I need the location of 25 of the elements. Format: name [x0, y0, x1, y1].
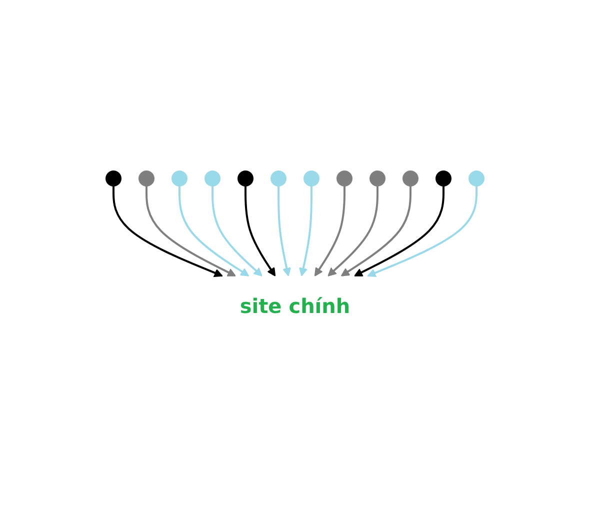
node-circle: [270, 170, 286, 186]
node-circle: [304, 170, 320, 186]
node-circle: [402, 170, 418, 186]
arrow: [112, 186, 223, 277]
node-circle: [204, 170, 220, 186]
node-circle: [106, 170, 122, 186]
arrow: [244, 186, 276, 276]
node-circle: [436, 170, 452, 186]
node-circle: [172, 170, 188, 186]
node-text: site chính: [240, 294, 350, 318]
arrow: [354, 186, 444, 276]
arrow: [299, 186, 312, 276]
arrow: [314, 186, 346, 276]
arrow: [212, 186, 262, 276]
node-circle: [138, 170, 154, 186]
node-circle: [370, 170, 386, 186]
arrow: [328, 186, 378, 276]
arrow: [278, 186, 291, 276]
arrow: [340, 186, 412, 276]
arrow: [146, 186, 236, 276]
node-circle: [336, 170, 352, 186]
arrow: [367, 186, 478, 277]
node-circle: [238, 170, 254, 186]
node-circle: [468, 170, 484, 186]
arrow: [178, 186, 250, 276]
